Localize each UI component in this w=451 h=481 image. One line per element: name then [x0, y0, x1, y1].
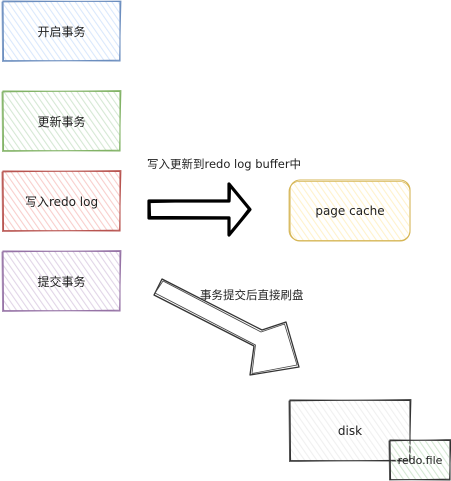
step-box-commit-transaction — [1, 250, 122, 312]
step-box-write-redo-log — [1, 170, 122, 232]
write-to-buffer-arrow — [147, 182, 252, 237]
step-label-update-transaction: 更新事务 — [37, 114, 86, 129]
redo-file-box — [388, 439, 451, 481]
commit-flush-arrow — [153, 278, 300, 376]
disk-label: disk — [337, 423, 363, 438]
page-cache-label: page cache — [315, 203, 385, 218]
page-cache-box — [288, 179, 411, 242]
step-box-update-transaction — [1, 90, 122, 152]
write-arrow-label: 写入更新到redo log buffer中 — [147, 157, 302, 171]
step-label-write-redo-log: 写入redo log — [24, 194, 99, 209]
step-label-commit-transaction: 提交事务 — [37, 274, 86, 289]
step-label-start-transaction: 开启事务 — [37, 24, 86, 39]
commit-arrow-label: 事务提交后直接刷盘 — [200, 288, 304, 302]
step-box-start-transaction — [1, 0, 122, 62]
redo-file-label: redo.file — [397, 453, 443, 467]
